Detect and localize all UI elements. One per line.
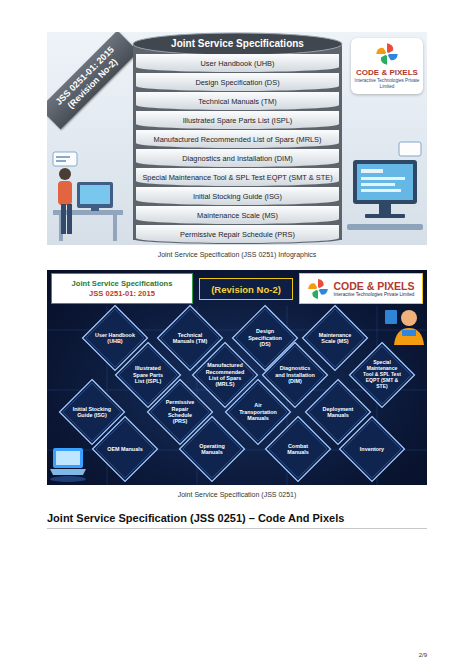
- company-logo: CODE & PIXELSInteractive Technologies Pr…: [351, 38, 423, 94]
- category-diamond: Inventory: [338, 415, 406, 483]
- stack-band: Maintenance Scale (MS): [136, 206, 339, 224]
- diamond-label: Special Maintenance Tool & SPL Test EQPT…: [362, 360, 402, 390]
- label-holder: Joint Service Specification (JSS 0251): [47, 490, 427, 499]
- heading-holder: Joint Service Specification (JSS 0251) –…: [47, 511, 437, 525]
- category-diamond: Operating Manuals: [178, 415, 246, 483]
- company-logo: CODE & PIXELSInteractive Technologies Pr…: [299, 273, 423, 304]
- page-heading: Joint Service Specification (JSS 0251) –…: [47, 511, 437, 525]
- diamond-label: Design Specification (DS): [245, 328, 285, 347]
- figure-caption: Joint Service Specification (JSS 0251): [47, 490, 427, 499]
- band-label: Technical Manuals (TM): [198, 97, 276, 106]
- diamond-label: Diagnostics and Installation (DIM): [275, 365, 315, 384]
- diamond-label: OEM Manuals: [105, 446, 145, 452]
- diamond-label: Operating Manuals: [192, 443, 232, 456]
- category-diamond: Combat Manuals: [264, 415, 332, 483]
- diamond-label: Maintenance Scale (MS): [315, 332, 355, 345]
- diamond-label: Initial Stocking Guide (ISG): [72, 406, 112, 419]
- logo-text-group: CODE & PIXELSInteractive Technologies Pr…: [333, 280, 414, 298]
- stack-band: Diagnostics and Installation (DIM): [136, 149, 339, 167]
- diamond-label: Illustrated Spare Parts List (ISPL): [128, 365, 168, 384]
- stack-band: Design Specification (DS): [136, 73, 339, 91]
- cylinder-title: Joint Service Specifications: [130, 32, 345, 50]
- band-label: Special Maintenance Tool & SPL Test EQPT…: [142, 173, 332, 182]
- stack-band: Permissive Repair Schedule (PRS): [136, 225, 339, 243]
- figure-caption: Joint Service Specification (JSS 0251) I…: [47, 250, 427, 259]
- band-label: User Handbook (UHB): [201, 59, 275, 68]
- diamond-label: Technical Manuals (TM): [170, 332, 210, 345]
- cylinder-stack: Joint Service SpecificationsUser Handboo…: [130, 32, 345, 245]
- stack-band: Special Maintenance Tool & SPL Test EQPT…: [136, 168, 339, 186]
- ribbon-banner: JSS 0251-01: 2015(Revision No-2): [47, 32, 138, 129]
- band-label: Diagnostics and Installation (DIM): [182, 154, 293, 163]
- category-diamond: Special Maintenance Tool & SPL Test EQPT…: [348, 341, 416, 409]
- logo-wordmark: CODE & PIXELS: [356, 68, 418, 78]
- logo-pinwheel: [375, 42, 399, 66]
- band-label: Permissive Repair Schedule (PRS): [180, 230, 295, 239]
- diamond-label: User Handbook (UHB): [95, 332, 135, 345]
- stack-band: Illustrated Spare Parts List (ISPL): [136, 111, 339, 129]
- revision-box: (Revision No-2): [199, 278, 293, 300]
- stack-band: Technical Manuals (TM): [136, 92, 339, 110]
- horizontal-rule: [47, 528, 427, 529]
- diamond-label: Deployment Manuals: [318, 406, 358, 419]
- stack-band: Initial Stocking Guide (ISG): [136, 187, 339, 205]
- infographic-panel: JSS 0251-01: 2015(Revision No-2)Joint Se…: [47, 32, 427, 245]
- header-code: JSS 0251-01: 2015: [89, 289, 155, 299]
- label-holder: 2/9: [380, 651, 427, 659]
- logo-pinwheel: [307, 278, 329, 300]
- page-number: 2/9: [380, 651, 427, 659]
- diamond-label: Combat Manuals: [278, 443, 318, 456]
- logo-tagline: Interactive Technologies Private Limited: [333, 292, 414, 298]
- stack-band: Manufactured Recommended List of Spars (…: [136, 130, 339, 148]
- band-label: Maintenance Scale (MS): [197, 211, 278, 220]
- infographic-panel: Joint Service SpecificationsJSS 0251-01:…: [47, 270, 427, 485]
- stack-band: User Handbook (UHB): [136, 54, 339, 72]
- revision-text: (Revision No-2): [211, 284, 281, 295]
- diamond-label: Manufactured Recommended List of Spars (…: [205, 362, 245, 388]
- band-label: Initial Stocking Guide (ISG): [193, 192, 282, 201]
- header-box: Joint Service SpecificationsJSS 0251-01:…: [51, 273, 193, 304]
- category-diamond: OEM Manuals: [91, 415, 159, 483]
- diamond-label: Air Transportation Manuals: [238, 402, 278, 421]
- band-label: Illustrated Spare Parts List (ISPL): [183, 116, 293, 125]
- logo-wordmark: CODE & PIXELS: [333, 280, 414, 292]
- logo-tagline: Interactive Technologies Private Limited: [354, 78, 420, 90]
- header-title: Joint Service Specifications: [72, 279, 173, 289]
- diamond-label: Permissive Repair Schedule (PRS): [160, 399, 200, 425]
- band-label: Manufactured Recommended List of Spars (…: [153, 135, 321, 144]
- diamond-label: Inventory: [352, 446, 392, 452]
- band-label: Design Specification (DS): [195, 78, 279, 87]
- label-holder: Joint Service Specification (JSS 0251) I…: [47, 250, 427, 259]
